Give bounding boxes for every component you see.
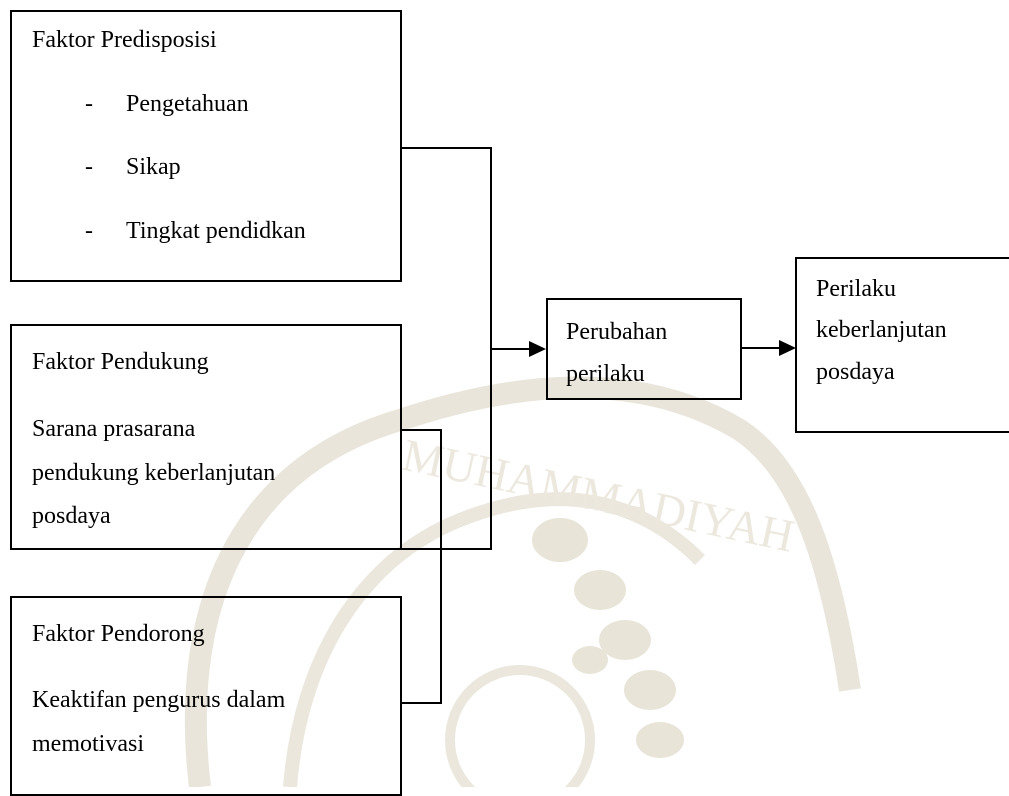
box-faktor-pendukung xyxy=(10,324,402,550)
predisposisi-item-3: Tingkat pendidkan xyxy=(126,218,306,244)
arrowhead-keberlanjutan xyxy=(779,340,796,356)
pendukung-title: Faktor Pendukung xyxy=(32,349,209,375)
pendukung-line-2: pendukung keberlanjutan xyxy=(32,460,276,486)
predisposisi-item-2: Sikap xyxy=(126,154,181,180)
box-perilaku-keberlanjutan xyxy=(795,257,1009,433)
svg-text:MUHAMMADIYAH: MUHAMMADIYAH xyxy=(398,429,799,562)
pendorong-line-1: Keaktifan pengurus dalam xyxy=(32,687,286,713)
box-perubahan-perilaku xyxy=(546,298,742,400)
predisposisi-item-1: Pengetahuan xyxy=(126,91,249,117)
bullet-2: - xyxy=(85,154,93,180)
perubahan-line-1: Perubahan xyxy=(566,319,668,345)
connector-pendorong xyxy=(401,429,442,704)
pendorong-title: Faktor Pendorong xyxy=(32,621,205,647)
keberlanjutan-line-2: keberlanjutan xyxy=(816,317,947,343)
bullet-3: - xyxy=(85,218,93,244)
bullet-1: - xyxy=(85,91,93,117)
perubahan-line-2: perilaku xyxy=(566,361,645,387)
connector-pendukung xyxy=(401,349,492,550)
predisposisi-title: Faktor Predisposisi xyxy=(32,27,217,53)
arrowhead-perubahan xyxy=(529,341,546,357)
pendorong-line-2: memotivasi xyxy=(32,731,144,757)
connector-predisposisi xyxy=(401,147,492,349)
keberlanjutan-line-1: Perilaku xyxy=(816,276,896,302)
keberlanjutan-line-3: posdaya xyxy=(816,359,895,385)
pendukung-line-1: Sarana prasarana xyxy=(32,416,196,442)
pendukung-line-3: posdaya xyxy=(32,503,111,529)
box-faktor-predisposisi xyxy=(10,10,402,282)
